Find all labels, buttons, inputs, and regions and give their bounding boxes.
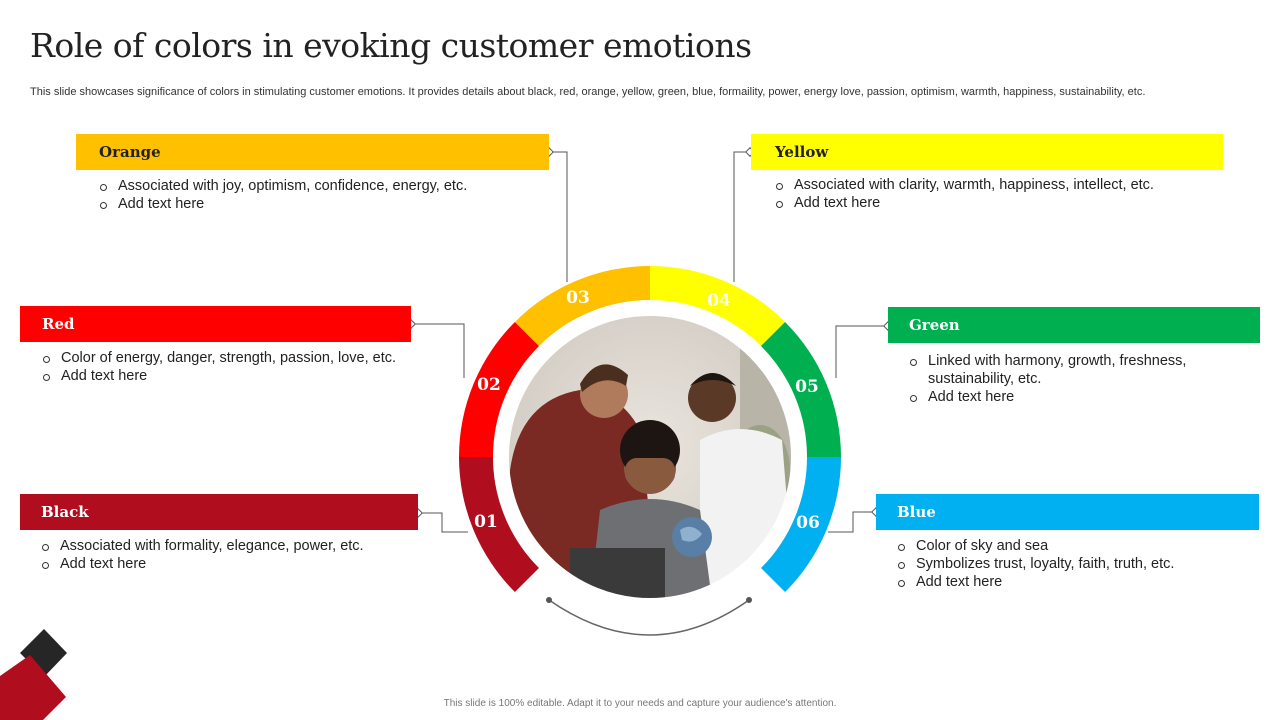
green-bullets: Linked with harmony, growth, freshness, … <box>908 352 1208 406</box>
list-item: Symbolizes trust, loyalty, faith, truth,… <box>896 555 1256 573</box>
segment-number-03: 03 <box>566 288 590 308</box>
list-item: Linked with harmony, growth, freshness, … <box>908 352 1208 388</box>
blue-heading: Blue <box>897 503 936 521</box>
list-item: Associated with formality, elegance, pow… <box>40 537 440 555</box>
ring-segment-green <box>761 321 841 457</box>
list-item: Color of sky and sea <box>896 537 1256 555</box>
yellow-header: Yellow <box>751 134 1223 170</box>
orange-header: Orange <box>76 134 549 170</box>
footer-note: This slide is 100% editable. Adapt it to… <box>443 698 837 709</box>
green-header: Green <box>888 307 1260 343</box>
segment-number-01: 01 <box>474 512 498 532</box>
list-item: Associated with clarity, warmth, happine… <box>774 176 1214 194</box>
list-item: Add text here <box>774 194 1214 212</box>
red-heading: Red <box>42 315 75 333</box>
black-header: Black <box>20 494 418 530</box>
green-heading: Green <box>909 316 960 334</box>
team-photo <box>508 315 792 599</box>
connectors <box>411 151 888 533</box>
ring-segment-orange <box>514 266 650 346</box>
list-item: Associated with joy, optimism, confidenc… <box>98 177 538 195</box>
red-bullets: Color of energy, danger, strength, passi… <box>41 349 441 385</box>
ring-segment-black <box>459 457 539 593</box>
list-item: Color of energy, danger, strength, passi… <box>41 349 441 367</box>
segment-number-06: 06 <box>796 513 820 533</box>
ring-segment-red <box>459 321 539 457</box>
list-item: Add text here <box>40 555 440 573</box>
blue-bullets: Color of sky and sea Symbolizes trust, l… <box>896 537 1256 591</box>
bottom-arc <box>548 599 750 636</box>
corner-decoration <box>0 629 67 720</box>
orange-heading: Orange <box>99 143 161 161</box>
ring-segment-blue <box>761 457 841 593</box>
page-subtitle: This slide showcases significance of col… <box>30 86 1146 98</box>
yellow-heading: Yellow <box>775 143 829 161</box>
list-item: Add text here <box>908 388 1208 406</box>
segment-number-02: 02 <box>477 375 501 395</box>
list-item: Add text here <box>98 195 538 213</box>
blue-header: Blue <box>876 494 1259 530</box>
orange-bullets: Associated with joy, optimism, confidenc… <box>98 177 538 213</box>
black-heading: Black <box>41 503 89 521</box>
segment-number-04: 04 <box>707 291 731 311</box>
page-title: Role of colors in evoking customer emoti… <box>30 26 752 65</box>
list-item: Add text here <box>896 573 1256 591</box>
segment-number-05: 05 <box>795 377 819 397</box>
red-header: Red <box>20 306 411 342</box>
list-item: Add text here <box>41 367 441 385</box>
black-bullets: Associated with formality, elegance, pow… <box>40 537 440 573</box>
ring-segment-yellow <box>650 266 786 346</box>
yellow-bullets: Associated with clarity, warmth, happine… <box>774 176 1214 212</box>
